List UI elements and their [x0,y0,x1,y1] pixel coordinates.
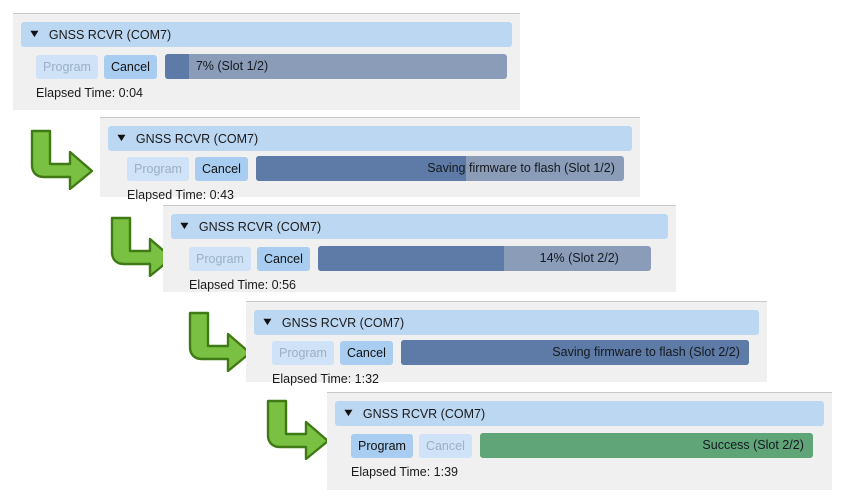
progress-fill [164,54,189,79]
device-panel-3: ▼ GNSS RCVR (COM7) Program Cancel 14% (S… [163,205,676,292]
arrow-elbow-icon [266,399,330,461]
panel-controls-1: Program Cancel 7% (Slot 1/2) [36,54,507,79]
panel-title: GNSS RCVR (COM7) [362,406,486,421]
panel-controls-3: Program Cancel 14% (Slot 2/2) [189,246,651,271]
device-panel-2: ▼ GNSS RCVR (COM7) Program Cancel Saving… [100,117,640,202]
flow-arrow-3 [184,310,254,373]
program-button[interactable]: Program [272,340,334,365]
cancel-button[interactable]: Cancel [194,156,248,181]
panel-controls-2: Program Cancel Saving firmware to flash … [127,156,624,181]
program-button[interactable]: Program [36,54,98,79]
flow-arrow-4 [262,398,332,461]
elapsed-time-label: Elapsed Time: 0:43 [127,188,235,202]
chevron-down-icon[interactable]: ▼ [27,28,42,40]
program-button[interactable]: Program [189,246,251,271]
progress-bar: 14% (Slot 2/2) [317,246,651,271]
panel-controls-4: Program Cancel Saving firmware to flash … [272,340,749,365]
progress-fill [255,156,466,181]
chevron-down-icon[interactable]: ▼ [114,132,129,144]
progress-label: Success (Slot 2/2) [702,438,804,452]
device-panel-5: ▼ GNSS RCVR (COM7) Program Cancel Succes… [327,392,832,490]
chevron-down-icon[interactable]: ▼ [177,220,192,232]
flow-arrow-2 [106,215,176,278]
panel-header-5[interactable]: ▼ GNSS RCVR (COM7) [335,401,824,426]
progress-label: 7% (Slot 1/2) [195,59,269,73]
cancel-button[interactable]: Cancel [103,54,157,79]
device-panel-1: ▼ GNSS RCVR (COM7) Program Cancel 7% (Sl… [13,13,520,110]
arrow-elbow-icon [110,216,174,278]
chevron-down-icon[interactable]: ▼ [260,316,275,328]
panel-title: GNSS RCVR (COM7) [281,315,405,330]
elapsed-time-label: Elapsed Time: 0:04 [36,86,144,100]
progress-fill [317,246,505,271]
panel-header-4[interactable]: ▼ GNSS RCVR (COM7) [254,310,759,335]
flow-arrow-1 [26,128,96,191]
panel-header-3[interactable]: ▼ GNSS RCVR (COM7) [171,214,668,239]
panel-controls-5: Program Cancel Success (Slot 2/2) [351,433,813,458]
progress-label: 14% (Slot 2/2) [539,251,619,265]
arrow-elbow-icon [188,311,252,373]
program-button[interactable]: Program [127,156,189,181]
progress-label: Saving firmware to flash (Slot 2/2) [552,345,740,359]
arrow-elbow-icon [30,129,94,191]
elapsed-time-label: Elapsed Time: 1:39 [351,465,459,479]
panel-header-1[interactable]: ▼ GNSS RCVR (COM7) [21,22,512,47]
panel-header-2[interactable]: ▼ GNSS RCVR (COM7) [108,126,632,151]
elapsed-time-label: Elapsed Time: 1:32 [272,372,380,386]
cancel-button: Cancel [418,433,472,458]
progress-bar: Saving firmware to flash (Slot 1/2) [255,156,624,181]
cancel-button[interactable]: Cancel [256,246,310,271]
device-panel-4: ▼ GNSS RCVR (COM7) Program Cancel Saving… [246,301,767,386]
panel-title: GNSS RCVR (COM7) [198,219,322,234]
progress-bar: Saving firmware to flash (Slot 2/2) [400,340,749,365]
panel-title: GNSS RCVR (COM7) [48,27,172,42]
panel-title: GNSS RCVR (COM7) [135,131,259,146]
progress-fill [400,340,749,365]
elapsed-time-label: Elapsed Time: 0:56 [189,278,297,292]
progress-label: Saving firmware to flash (Slot 1/2) [427,161,615,175]
progress-bar: Success (Slot 2/2) [479,433,813,458]
cancel-button[interactable]: Cancel [339,340,393,365]
chevron-down-icon[interactable]: ▼ [341,407,356,419]
program-button[interactable]: Program [351,433,413,458]
progress-bar: 7% (Slot 1/2) [164,54,507,79]
